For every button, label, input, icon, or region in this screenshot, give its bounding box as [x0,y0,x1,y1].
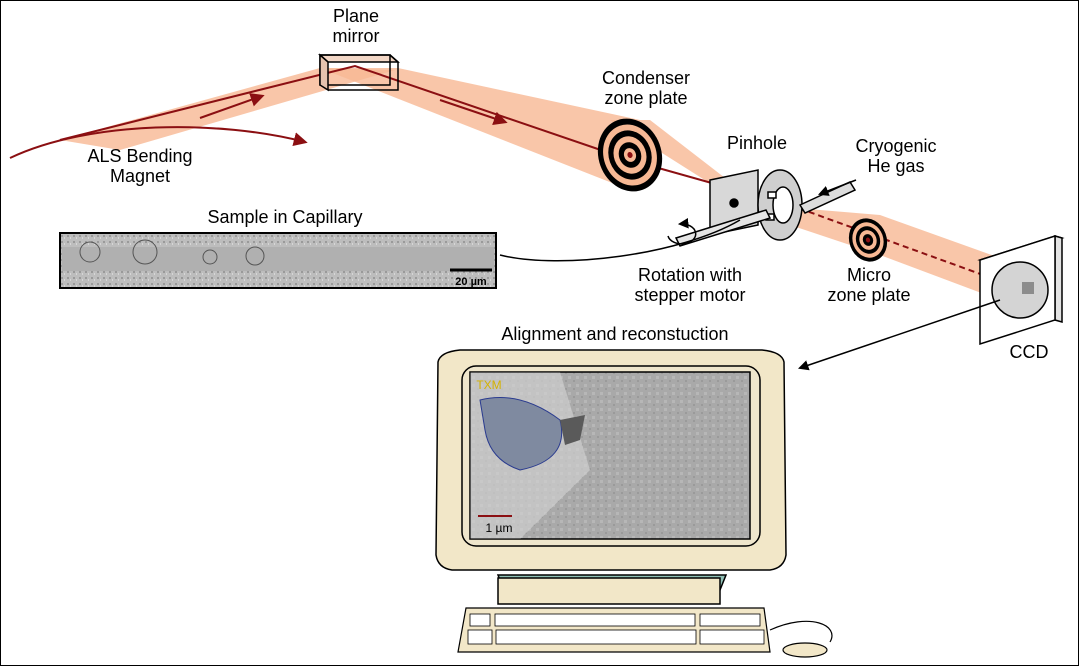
condenser-zone-plate-icon [597,118,663,192]
label-sample-in-capillary: Sample in Capillary [207,207,363,227]
ccd-detector-icon [977,234,1065,346]
capillary-scale-label: 20 µm [455,276,487,288]
micro-zone-plate-icon [848,218,888,262]
capillary-image [59,232,497,289]
label-pinhole: Pinhole [726,133,788,153]
monitor [435,349,787,605]
sample-connector-line [499,219,741,262]
beam-arrow-1 [199,93,265,119]
mouse [769,620,833,658]
keyboard-keys [467,613,765,645]
beam-arrow-2 [439,99,508,126]
screen-txm-label: TXM [476,378,502,392]
keyboard [457,607,771,653]
sample-stage-ring [757,169,803,241]
label-alignment-reconstruction: Alignment and reconstuction [501,324,729,344]
plane-mirror-icon [318,53,400,92]
label-ccd: CCD [1009,342,1049,362]
screen-scale-label: 1 µm [485,521,513,535]
cryogenic-nozzle [798,179,857,214]
bending-magnet-arc [9,126,308,159]
ccd-to-computer-arrow [798,299,1001,371]
